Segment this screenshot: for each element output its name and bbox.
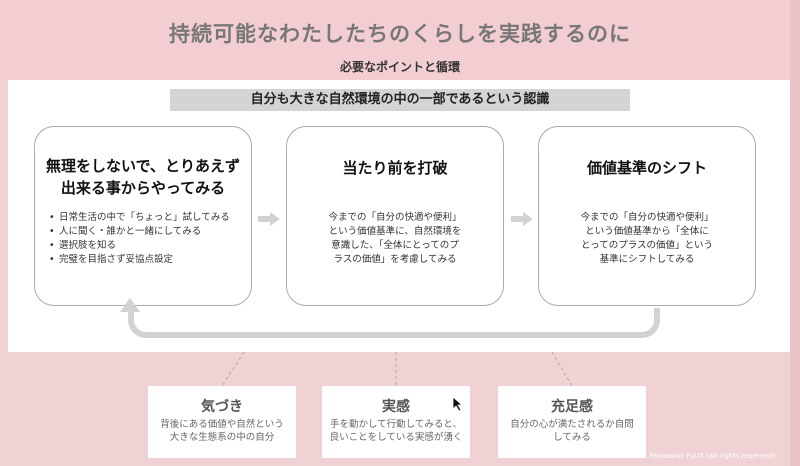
- card-body-line: 意識した、「全体にとってのプ: [331, 240, 459, 251]
- page-subtitle: 必要なポイントと循環: [339, 60, 460, 74]
- card-body: 今までの「自分の快適や便利」 という価値基準から「全体に とってのプラスの価値」…: [549, 211, 745, 267]
- list-item: 日常生活の中で「ちょっと」試してみる: [49, 211, 245, 225]
- card-title: 当たり前を打破: [342, 159, 448, 177]
- bottom-card-title: 実感: [382, 399, 410, 415]
- card-title-line2: 出来る事からやってみる: [60, 179, 226, 197]
- bottom-card-line: 背後にある価値や自然という: [160, 419, 284, 430]
- bottom-card-title: 充足感: [551, 399, 593, 415]
- connector-lines: [221, 352, 573, 387]
- bottom-card-line: 自分の心が満たされるか自問: [510, 419, 634, 430]
- card-body-line: 今までの「自分の快適や便利」: [328, 212, 462, 223]
- card-body-line: 基準にシフトしてみる: [599, 254, 695, 265]
- copyright-text: © Panasonic FLUX (all rights reserved): [640, 452, 776, 460]
- card-body-line: 今までの「自分の快適や便利」: [580, 212, 714, 223]
- card-body-line: という価値基準から「全体に: [585, 226, 709, 237]
- card-title-line1: 無理をしないで、とりあえず: [46, 157, 240, 175]
- bottom-card-awareness: 気づき 背後にある価値や自然という 大きな生態系の中の自分: [148, 386, 296, 458]
- list-item: 完璧を目指さず妥協点設定: [49, 253, 245, 267]
- bottom-card-title: 気づき: [201, 399, 243, 415]
- card-body-line: ラスの価値」を考慮してみる: [333, 254, 457, 265]
- bottom-card-body: 背後にある価値や自然という 大きな生態系の中の自分: [152, 418, 292, 444]
- header-band: [0, 0, 800, 80]
- page-title: 持続可能なわたしたちのくらしを実践するのに: [169, 22, 631, 46]
- bottom-card-body: 自分の心が満たされるか自問 してみる: [502, 418, 642, 444]
- bottom-card-line: 大きな生態系の中の自分: [169, 432, 275, 443]
- card-title: 価値基準のシフト: [586, 159, 707, 177]
- bottom-card-line: 手を動かして行動してみると、: [329, 419, 463, 430]
- card-value-shift: 価値基準のシフト 今までの「自分の快適や便利」 という価値基準から「全体に とっ…: [538, 126, 756, 306]
- list-item: 人に聞く・誰かと一緒にしてみる: [49, 225, 245, 239]
- bottom-card-line: 良いことをしている実感が湧く: [329, 432, 463, 443]
- card-try-what-you-can: 無理をしないで、とりあえず 出来る事からやってみる 日常生活の中で「ちょっと」試…: [34, 126, 252, 306]
- card-break-the-norm: 当たり前を打破 今までの「自分の快適や便利」 という価値基準に、自然環境を 意識…: [286, 126, 504, 306]
- bottom-card-line: してみる: [553, 432, 591, 443]
- card-bullet-list: 日常生活の中で「ちょっと」試してみる 人に聞く・誰かと一緒にしてみる 選択肢を知…: [49, 211, 245, 267]
- card-body-line: とってのプラスの価値」という: [580, 240, 714, 251]
- bottom-card-body: 手を動かして行動してみると、 良いことをしている実感が湧く: [326, 418, 466, 444]
- bottom-card-fulfillment: 充足感 自分の心が満たされるか自問 してみる: [498, 386, 646, 458]
- bottom-card-realization: 実感 手を動かして行動してみると、 良いことをしている実感が湧く: [322, 386, 470, 458]
- cycle-arrowhead-icon: [120, 298, 140, 312]
- mouse-cursor-icon: [452, 396, 464, 412]
- list-item: 選択肢を知る: [49, 239, 245, 253]
- side-shade: [790, 0, 800, 466]
- card-body-line: という価値基準に、自然環境を: [328, 226, 462, 237]
- banner-text: 自分も大きな自然環境の中の一部であるという認識: [170, 89, 630, 111]
- arrow-right-icon: [511, 212, 533, 226]
- cycle-arrow-icon: [128, 308, 660, 338]
- card-body: 今までの「自分の快適や便利」 という価値基準に、自然環境を 意識した、「全体にと…: [297, 211, 493, 267]
- arrow-right-icon: [258, 212, 280, 226]
